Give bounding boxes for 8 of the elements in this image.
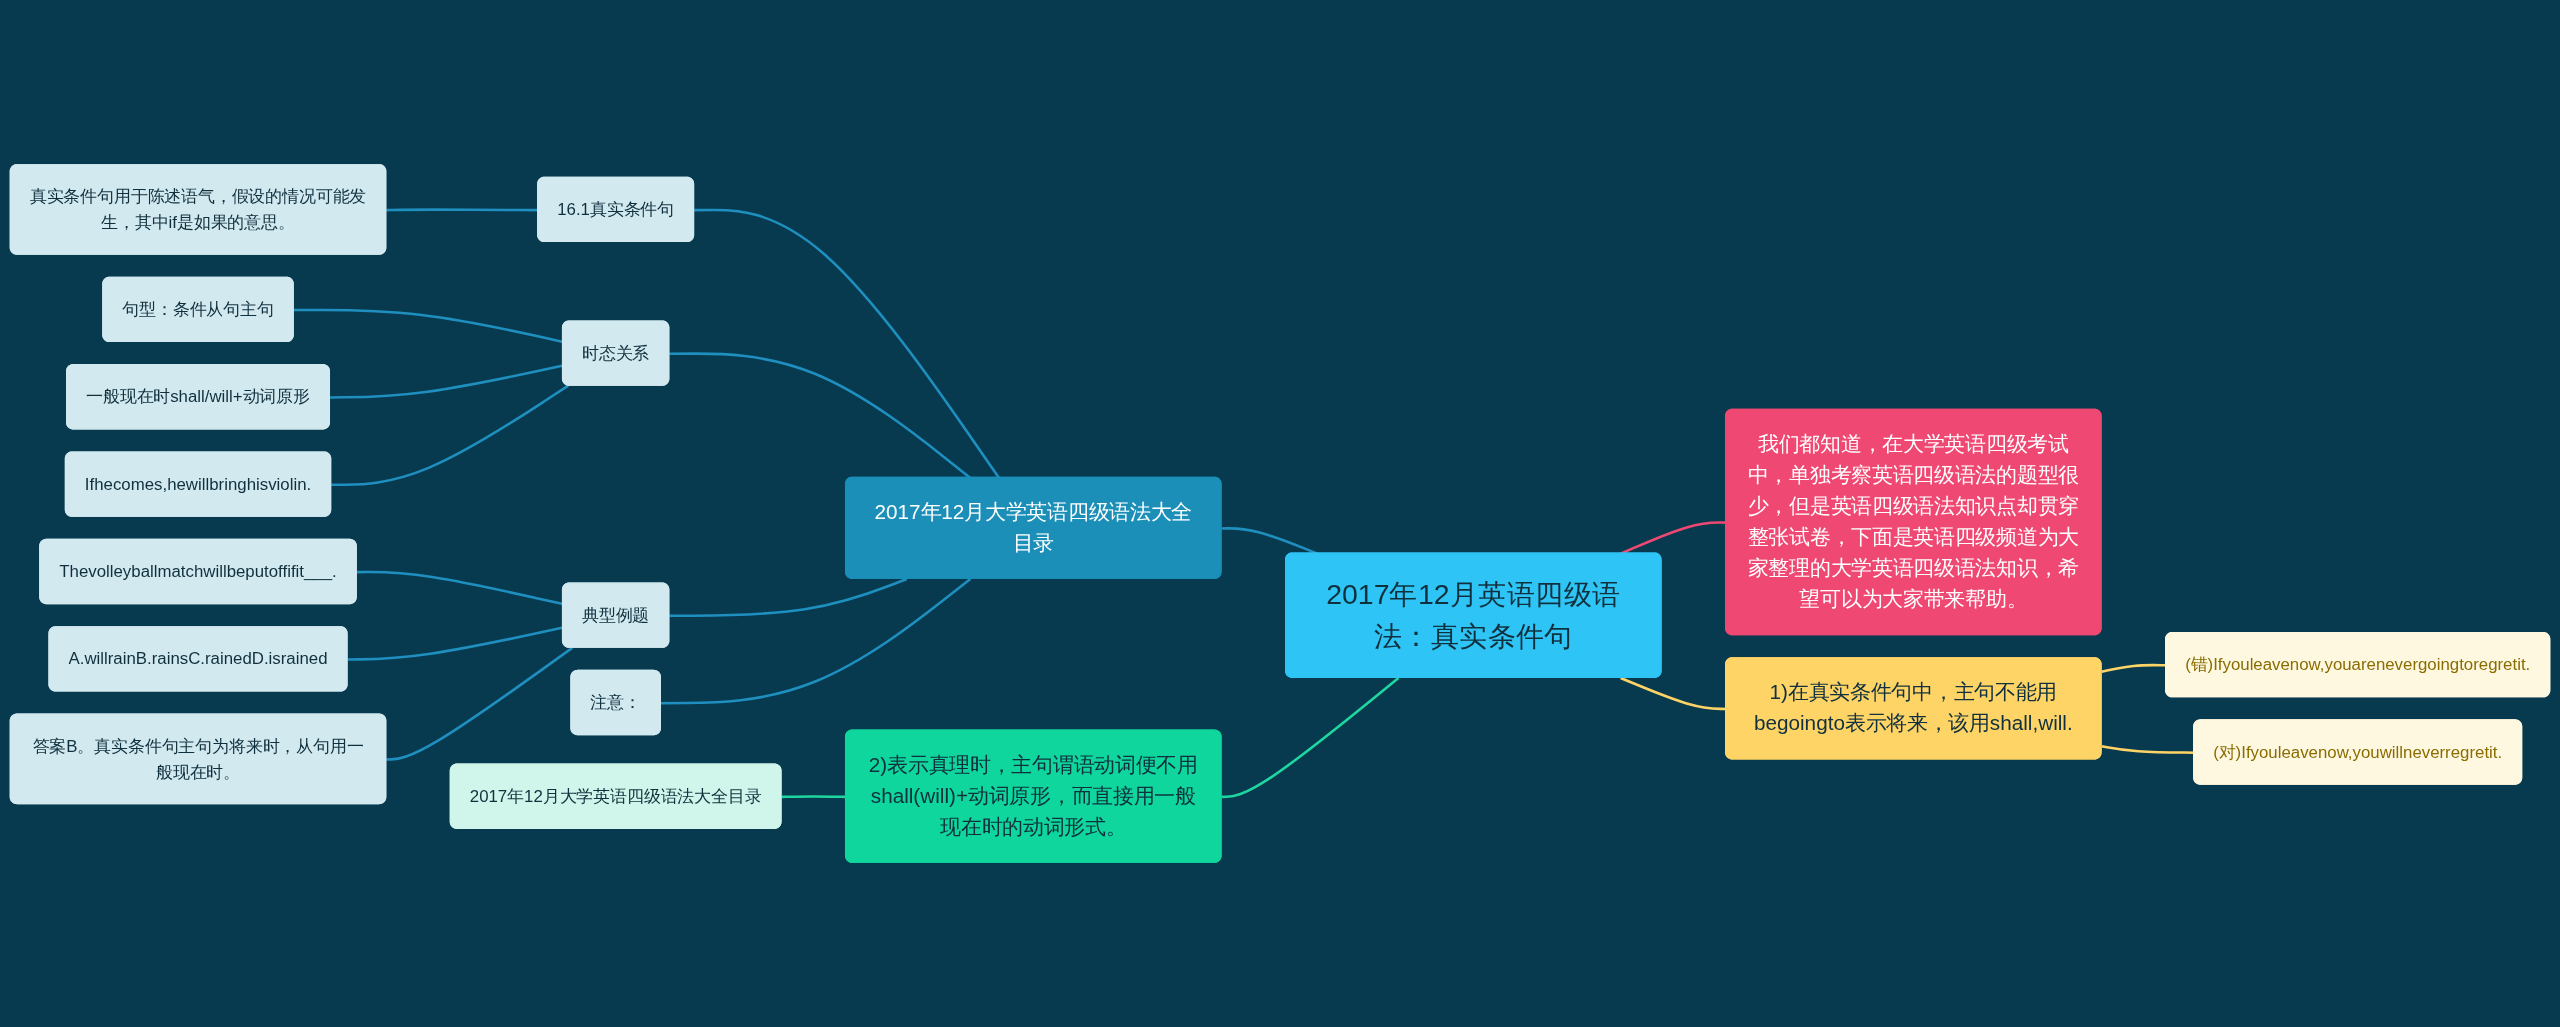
connector [1221,527,1318,555]
connector [331,384,569,487]
connector [669,577,908,618]
connector [694,208,1001,479]
connector [1221,676,1400,799]
connector [669,352,972,479]
connector [386,646,573,761]
connector [660,577,972,705]
